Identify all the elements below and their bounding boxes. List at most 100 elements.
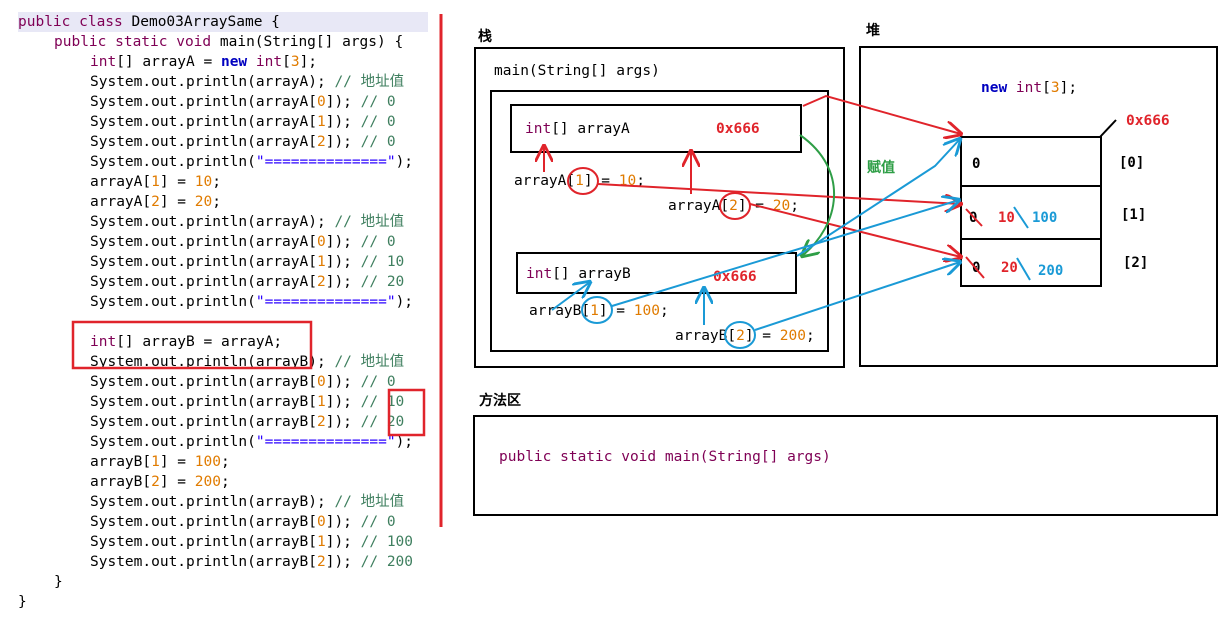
code-token: 2 <box>151 194 160 210</box>
code-token: ; <box>212 194 221 210</box>
code-token: "==============" <box>255 294 396 310</box>
code-line: int[] arrayA = new int[3]; <box>18 52 317 72</box>
code-token: ]); <box>325 414 361 430</box>
arrayB-address: 0x666 <box>713 269 757 285</box>
circle-arrayA-index-1 <box>567 167 599 195</box>
code-token: 20 <box>194 194 213 210</box>
code-token: ]); <box>325 274 361 290</box>
code-line: System.out.println(arrayB[0]); // 0 <box>18 512 396 532</box>
method-signature: public static void main(String[] args) <box>499 449 831 465</box>
code-token: System.out.println(arrayA[ <box>90 134 317 150</box>
code-token: 2 <box>316 134 326 150</box>
arrayB-assign-1: arrayB[1] = 100; <box>529 303 669 319</box>
code-token: System.out.println(arrayB[ <box>90 374 317 390</box>
code-token: // 地址值 <box>334 354 405 370</box>
code-line: System.out.println("=============="); <box>18 432 413 452</box>
code-token: System.out.println(arrayA[ <box>90 94 317 110</box>
code-line: System.out.println(arrayB[2]); // 200 <box>18 552 413 572</box>
code-token: // 0 <box>360 114 396 130</box>
code-token: ]); <box>325 534 361 550</box>
arrayA-address: 0x666 <box>716 121 760 137</box>
code-token: System.out.println(arrayA[ <box>90 234 317 250</box>
circle-arrayB-index-2 <box>724 321 756 349</box>
code-token: ]); <box>325 254 361 270</box>
code-token: ] = <box>159 174 195 190</box>
code-token: ); <box>395 154 414 170</box>
arrayA-assign-1: arrayA[1] = 10; <box>514 173 645 189</box>
code-token: main(String[] args) { <box>219 34 404 50</box>
code-token: 1 <box>316 534 326 550</box>
code-line: System.out.println(arrayA[0]); // 0 <box>18 232 396 252</box>
code-token: System.out.println(arrayA[ <box>90 114 317 130</box>
code-token: ] = <box>159 194 195 210</box>
code-token: 10 <box>194 174 213 190</box>
code-line: arrayA[2] = 20; <box>18 192 221 212</box>
code-token: ]; <box>299 54 318 70</box>
heap-cell-1-old-value: 10 <box>998 210 1015 226</box>
code-token: new <box>220 54 256 70</box>
assign-label: 赋值 <box>867 159 895 176</box>
code-token: System.out.println(arrayA[ <box>90 274 317 290</box>
code-token: ]); <box>325 114 361 130</box>
code-token: ; <box>220 454 230 470</box>
heap-array-address: 0x666 <box>1126 113 1170 129</box>
code-token: ]); <box>325 394 361 410</box>
code-token: 1 <box>316 254 326 270</box>
code-token: [ <box>282 54 291 70</box>
method-area <box>473 415 1218 516</box>
code-token: System.out.println(arrayB[ <box>90 534 317 550</box>
code-token: [] arrayB = arrayA; <box>116 334 283 350</box>
code-line: } <box>18 572 63 592</box>
code-line: System.out.println("=============="); <box>18 292 413 312</box>
code-token: ] = <box>159 454 195 470</box>
code-token: // 20 <box>360 414 405 430</box>
code-line: System.out.println(arrayB); // 地址值 <box>18 352 404 372</box>
code-line: public class Demo03ArraySame { <box>18 12 428 32</box>
code-token: int <box>90 334 117 350</box>
code-token: 1 <box>151 454 160 470</box>
code-line: System.out.println(arrayA[1]); // 10 <box>18 252 404 272</box>
highlight-box-assignment <box>71 320 313 370</box>
heap-cell-1: 0 10 100 [1] <box>965 206 1146 229</box>
code-token: public class <box>18 14 132 30</box>
code-token: "==============" <box>255 154 396 170</box>
code-token: ]); <box>325 94 361 110</box>
code-token: // 10 <box>360 394 405 410</box>
code-token: System.out.println( <box>90 154 256 170</box>
code-token: [] arrayA = <box>116 54 221 70</box>
arrayB-assign-2: arrayB[2] = 200; <box>675 328 815 344</box>
stack-area <box>474 47 845 368</box>
code-line: arrayB[1] = 100; <box>18 452 230 472</box>
code-line: System.out.println(arrayB); // 地址值 <box>18 492 404 512</box>
code-token: // 地址值 <box>334 74 405 90</box>
code-token: // 10 <box>360 254 405 270</box>
code-token: 0 <box>316 374 326 390</box>
arrayA-declaration: int[] arrayA <box>525 121 630 137</box>
arrow-arrayB-index-1-to-cell-1 <box>611 200 959 307</box>
heap-area <box>859 46 1218 367</box>
code-token: 3 <box>290 54 300 70</box>
strike-cell-2-initial <box>965 256 985 279</box>
code-token: System.out.println(arrayA[ <box>90 254 317 270</box>
code-token: ; <box>220 474 230 490</box>
code-token: ; <box>212 174 221 190</box>
heap-cell-1-new-value: 100 <box>1032 210 1057 226</box>
code-token: public static void <box>54 34 220 50</box>
code-token: } <box>54 574 63 590</box>
stack-title: 栈 <box>478 28 492 45</box>
code-token: int <box>255 54 283 70</box>
heap-address-pointer <box>1099 119 1117 138</box>
heap-cell-2-old-value: 20 <box>1001 260 1018 276</box>
code-token: arrayB[ <box>90 474 152 490</box>
heap-cell-2: 0 20 200 [2] <box>965 255 1148 281</box>
code-token: System.out.println(arrayB); <box>90 354 335 370</box>
code-token: System.out.println(arrayB[ <box>90 514 317 530</box>
code-token: // 地址值 <box>334 494 405 510</box>
code-line: System.out.println(arrayA[2]); // 20 <box>18 272 404 292</box>
heap-title: 堆 <box>866 22 880 39</box>
code-token: 2 <box>316 414 326 430</box>
code-token: 0 <box>316 94 326 110</box>
code-line: System.out.println(arrayA); // 地址值 <box>18 72 404 92</box>
code-line: System.out.println(arrayB[0]); // 0 <box>18 372 396 392</box>
